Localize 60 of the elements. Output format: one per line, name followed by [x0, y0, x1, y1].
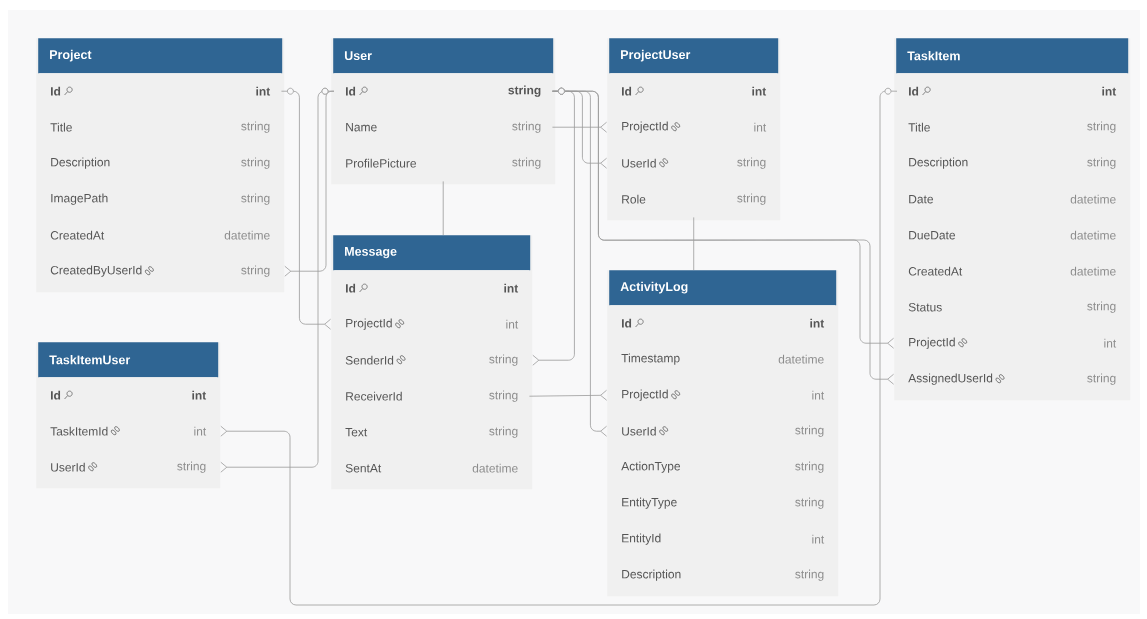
table-row: Id int	[334, 270, 530, 307]
table-row: AssignedUserId string	[897, 361, 1128, 398]
table-row: Id int	[897, 73, 1128, 110]
table-row: UserId string	[610, 413, 836, 450]
relationship-line	[529, 389, 608, 401]
table-row: UserId string	[610, 145, 778, 182]
table-row: ProfilePicture string	[334, 145, 553, 182]
node-label: int	[256, 86, 271, 96]
table-row: Id int	[610, 73, 778, 110]
relationship-line	[693, 217, 695, 271]
table-row: Title string	[897, 109, 1128, 146]
table-row: Role string	[610, 181, 778, 218]
node-label: Id	[622, 318, 632, 328]
table-row: Name string	[334, 109, 553, 146]
node-label: int	[504, 283, 519, 293]
table-row: EntityId int	[610, 521, 836, 558]
table-row: CreatedByUserId string	[39, 253, 282, 290]
node-label: Id	[51, 390, 61, 400]
node-label: Id	[346, 283, 356, 293]
table-row: TaskItemId int	[39, 413, 218, 450]
table-row: Id int	[39, 377, 218, 414]
table-row: Date datetime	[897, 181, 1128, 218]
node-label: Id	[909, 86, 919, 96]
node-label: Id	[622, 86, 632, 96]
table-row: CreatedAt datetime	[39, 217, 282, 254]
table-row: Timestamp datetime	[610, 341, 836, 378]
node-label: Id	[346, 86, 356, 96]
table-row: Description string	[897, 145, 1128, 182]
relationship-line	[552, 121, 607, 133]
table-row: UserId string	[39, 449, 218, 486]
table-row: DueDate datetime	[897, 217, 1128, 254]
table-row: Status string	[897, 289, 1128, 326]
table-row: Id int	[610, 305, 836, 342]
relationship-line	[220, 87, 898, 606]
table-row: ProjectId int	[897, 325, 1128, 362]
table-row: ReceiverId string	[334, 378, 530, 415]
table-row: SenderId string	[334, 342, 530, 379]
node-label: string	[508, 85, 541, 97]
node-label: int	[810, 318, 825, 328]
table-row: ActionType string	[610, 449, 836, 486]
node-label: int	[192, 390, 207, 400]
table-row: ProjectId int	[334, 306, 530, 343]
node-label: Id	[51, 86, 61, 96]
relationship-line	[442, 181, 444, 236]
table-row: Description string	[39, 145, 282, 182]
relationship-line	[220, 87, 335, 473]
table-row: EntityType string	[610, 485, 836, 522]
table-row: Id int	[39, 73, 282, 110]
table-row: CreatedAt datetime	[897, 253, 1128, 290]
node-label: int	[752, 86, 767, 96]
node-label: int	[1102, 86, 1117, 96]
relationship-line	[281, 87, 331, 330]
table-row: Id string	[334, 73, 553, 110]
table-row: Text string	[334, 414, 530, 451]
table-row: ProjectId int	[610, 109, 778, 146]
table-row: Description string	[610, 557, 836, 594]
table-row: SentAt datetime	[334, 450, 530, 487]
table-row: ImagePath string	[39, 181, 282, 218]
table-row: ProjectId int	[610, 377, 836, 414]
table-row: Title string	[39, 109, 282, 146]
